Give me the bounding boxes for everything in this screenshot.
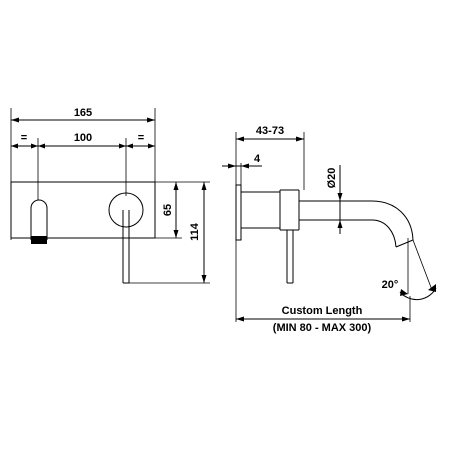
total-height-dimension: 114 xyxy=(189,182,207,283)
valve-body-side xyxy=(241,189,300,231)
spout-front xyxy=(30,199,48,244)
plate-height-label: 65 xyxy=(162,204,174,216)
depth-dimension: 43-73 xyxy=(236,125,304,142)
width-label: 165 xyxy=(74,107,92,119)
depth-label: 43-73 xyxy=(256,125,284,137)
spout-side xyxy=(299,200,414,248)
handle-front xyxy=(108,192,144,284)
plate-thickness-label: 4 xyxy=(254,153,261,165)
length-range-label: (MIN 80 - MAX 300) xyxy=(273,322,372,334)
angle-dimension: 20° xyxy=(382,238,437,301)
wall-plate xyxy=(10,181,156,239)
wall-plate-side xyxy=(235,184,242,241)
center-spacing-label: 100 xyxy=(74,132,92,144)
front-view: 165 = 100 = xyxy=(10,107,210,284)
plate-height-dimension: 65 xyxy=(162,182,179,238)
total-height-label: 114 xyxy=(189,222,201,241)
spacing-dimension: = 100 = xyxy=(11,132,155,149)
plate-thickness-dimension: 4 xyxy=(222,153,262,169)
equal-right-label: = xyxy=(138,132,144,144)
length-dimension: Custom Length (MIN 80 - MAX 300) xyxy=(236,296,411,334)
side-view: 43-73 4 xyxy=(222,125,437,334)
diameter-dimension: Ø20 xyxy=(326,165,343,234)
length-label: Custom Length xyxy=(282,305,363,317)
angle-label: 20° xyxy=(382,279,399,291)
width-dimension: 165 xyxy=(11,107,155,123)
handle-side xyxy=(286,230,294,284)
equal-left-label: = xyxy=(21,132,27,144)
diameter-label: Ø20 xyxy=(326,168,338,189)
